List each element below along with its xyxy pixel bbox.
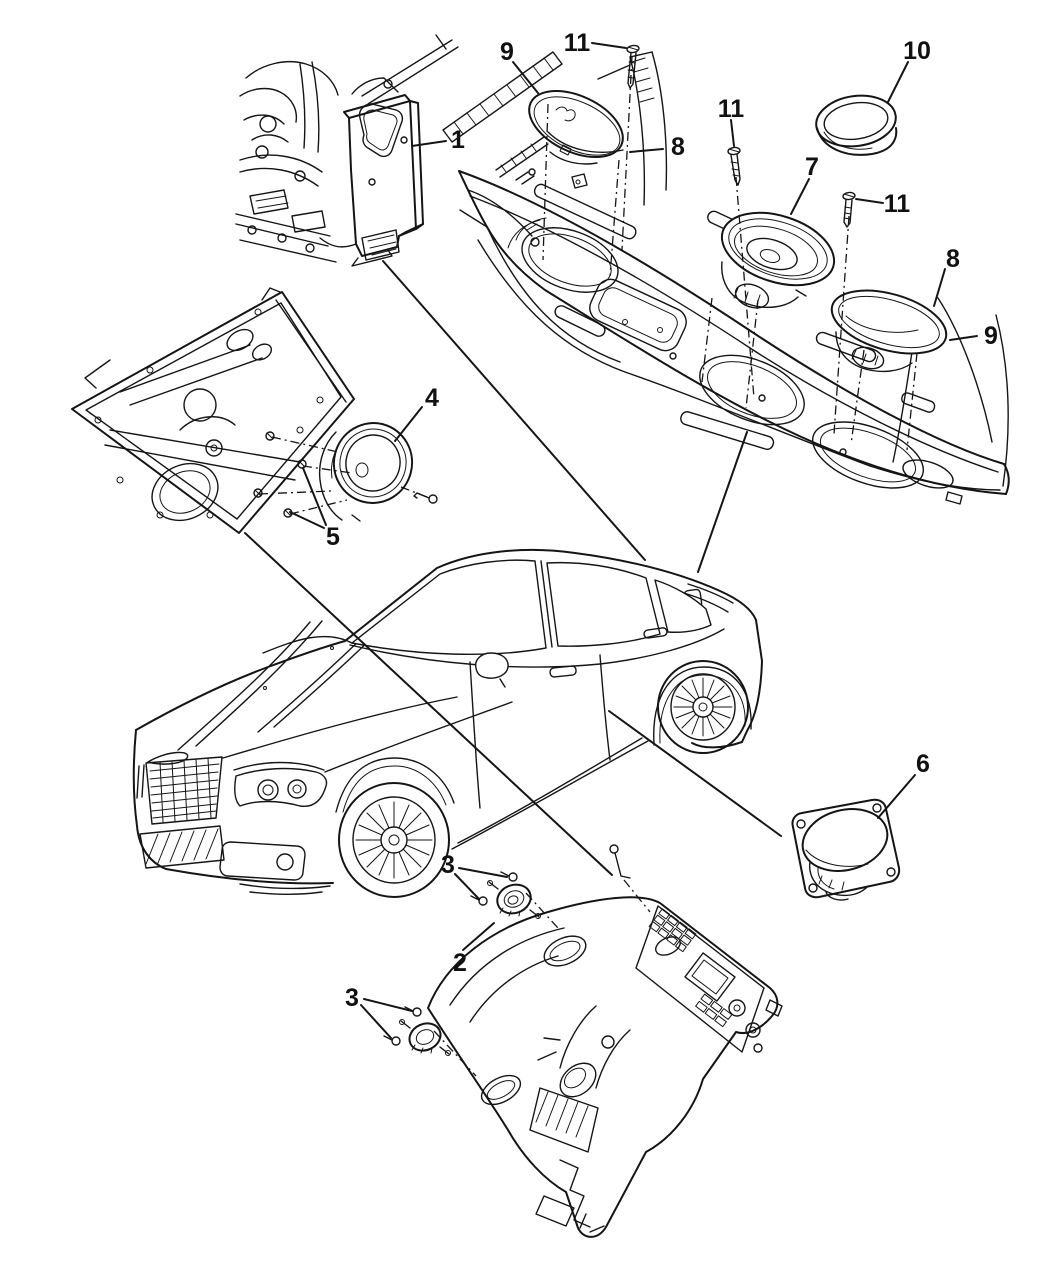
tweeter-screws-3 [384, 872, 517, 1045]
amplifier-illustration [320, 95, 423, 266]
callout-10-trim-ring[interactable]: 10 [903, 37, 931, 65]
rear-door-speaker-6 [792, 800, 899, 900]
rear-shelf-illustration [459, 171, 1009, 504]
tweeter-top [488, 880, 541, 918]
engine-bay-illustration [236, 35, 458, 262]
door-panel-illustration [72, 288, 354, 533]
callout-11-screw-b[interactable]: 11 [718, 95, 745, 123]
callout-2-tweeter[interactable]: 2 [453, 949, 467, 977]
oval-speaker-grille-top [519, 77, 633, 170]
headlight [235, 769, 327, 807]
door-speaker-4 [320, 414, 421, 521]
callout-5-door-screws[interactable]: 5 [326, 523, 340, 551]
callout-1-amplifier[interactable]: 1 [451, 126, 465, 154]
round-speaker-7 [713, 200, 844, 312]
oval-speaker-right [825, 279, 954, 372]
retainer-clip [610, 845, 630, 878]
callout-11-screw-c[interactable]: 11 [884, 190, 911, 218]
instrument-panel-illustration [428, 897, 782, 1237]
leader-lines [245, 43, 977, 1038]
callout-9-basket[interactable]: 9 [984, 322, 998, 350]
callout-11-screw-a[interactable]: 11 [564, 29, 591, 57]
callout-3-screws-bottom[interactable]: 3 [345, 984, 359, 1012]
callout-6-rear-speaker[interactable]: 6 [916, 750, 930, 778]
dash-buttons [696, 994, 732, 1026]
callout-3-screws-top[interactable]: 3 [441, 851, 455, 879]
assembly-centerlines [259, 56, 917, 1076]
callout-8-oval-speaker-top[interactable]: 8 [671, 133, 685, 161]
callout-8-oval-speaker-right[interactable]: 8 [946, 245, 960, 273]
speaker-trim-ring [813, 91, 899, 155]
tweeter-bottom [400, 1018, 451, 1055]
callout-9-grille-top[interactable]: 9 [500, 38, 514, 66]
callout-4-door-speaker[interactable]: 4 [425, 384, 439, 412]
callout-7-round-speaker[interactable]: 7 [805, 153, 819, 181]
screw-11-a [627, 45, 640, 88]
callouts: 1 9 11 10 11 7 11 8 8 9 4 5 6 3 2 3 [326, 29, 998, 1012]
car-illustration [134, 550, 762, 897]
pillar-trim-left [443, 52, 562, 227]
